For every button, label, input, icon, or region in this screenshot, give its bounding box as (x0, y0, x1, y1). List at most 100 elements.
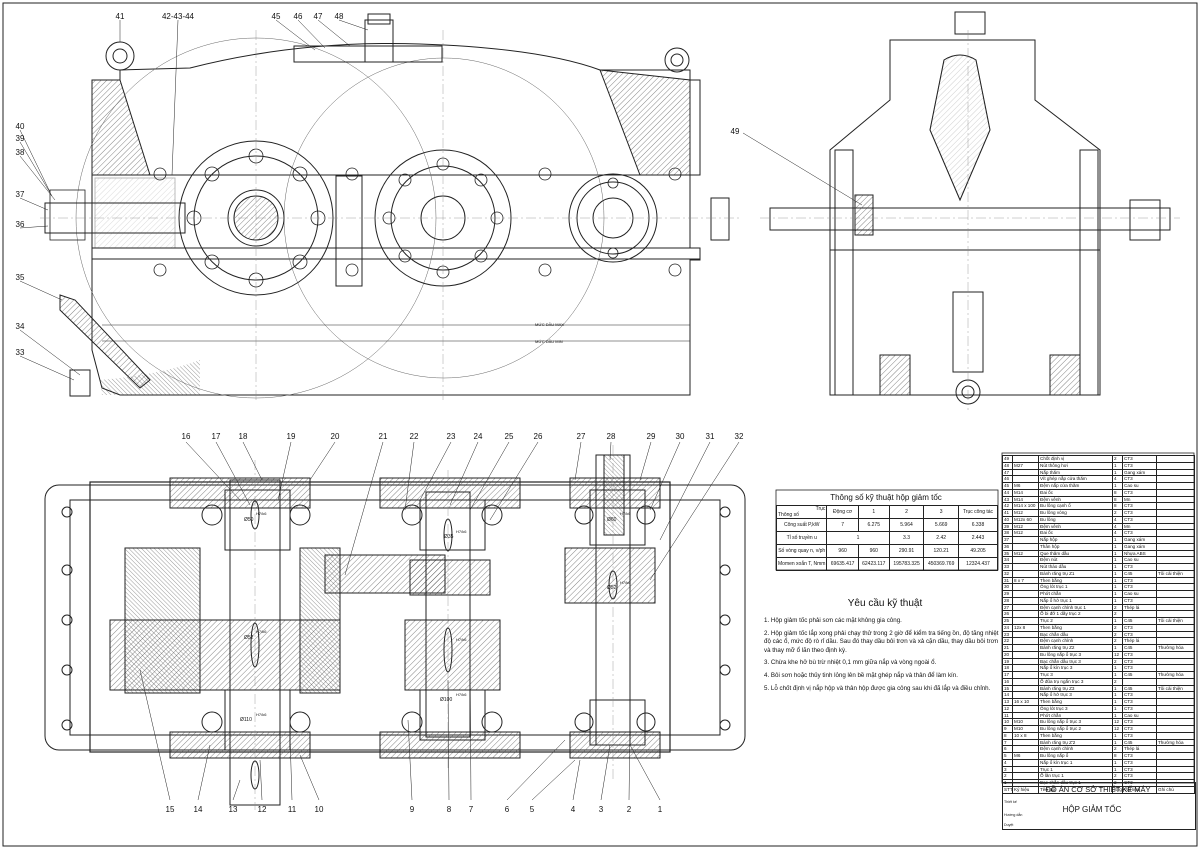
bom-cell: M10 (1012, 718, 1039, 726)
bom-cell: 1 (1112, 758, 1123, 767)
balloon-16: 16 (181, 432, 191, 441)
bom-cell: Bạc chắn dầu (1038, 630, 1113, 639)
bom-cell: 28 (1002, 596, 1013, 605)
spec-cell: 7 (826, 518, 859, 532)
balloon-25: 25 (504, 432, 514, 441)
bom-cell: 19 (1002, 657, 1013, 666)
bom-cell: CT3 (1122, 502, 1157, 510)
balloon-36: 36 (15, 220, 25, 229)
bom-cell (1156, 731, 1195, 740)
balloon-19: 19 (286, 432, 296, 441)
bom-cell: 9 (1002, 725, 1013, 733)
bom-cell (1012, 684, 1039, 693)
bom-cell (1012, 590, 1039, 598)
requirements-list: 1. Hộp giảm tốc phải sơn các mặt không g… (764, 617, 1004, 697)
spec-row: Số vòng quay n, v/ph 960 960 290.91 120.… (775, 544, 999, 558)
bom-cell: 2 (1112, 509, 1123, 517)
spec-corner-bottom: Thông số (778, 512, 799, 518)
bom-cell: 12 (1112, 718, 1123, 726)
spec-cell: 450369.769 (923, 557, 959, 571)
bom-cell: CT3 (1122, 725, 1157, 733)
bom-cell (1156, 509, 1195, 517)
bom-cell (1156, 725, 1195, 733)
bom-cell (1122, 610, 1157, 618)
bom-cell: CT3 (1122, 698, 1157, 706)
dimension-label: Ø50 (244, 517, 254, 523)
bom-cell: 27 (1002, 603, 1013, 612)
bom-cell (1156, 677, 1195, 686)
bom-header-cell: Ghi chú (1156, 785, 1195, 794)
balloon-10: 10 (314, 805, 324, 814)
balloon-21: 21 (378, 432, 388, 441)
bom-cell (1012, 475, 1039, 483)
balloon-40: 40 (15, 122, 25, 131)
bom-cell: Trục 1 (1038, 765, 1113, 774)
bom-cell: Bu lông vòng (1038, 509, 1113, 517)
balloon-6: 6 (504, 805, 510, 814)
bom-cell: CT3 (1122, 718, 1157, 726)
bom-cell: Cao su (1122, 556, 1157, 564)
bom-cell: Thép lá (1122, 603, 1157, 612)
bom-cell: 2 (1112, 630, 1123, 639)
bom-cell (1156, 482, 1195, 490)
bom-cell: 8 x 7 (1012, 576, 1039, 585)
balloon-29: 29 (646, 432, 656, 441)
bom-cell: 1 (1112, 644, 1123, 652)
bom-cell: Thép lá (1122, 637, 1157, 645)
bom-cell: 43 (1002, 495, 1013, 504)
bom-cell: Chốt định vị (1038, 455, 1113, 463)
bom-cell: Bu lông nắp ổ trục 2 (1038, 725, 1113, 733)
spec-cell: 1 (826, 531, 890, 545)
bom-cell: 4 (1112, 515, 1123, 524)
bom-cell: CT3 (1122, 596, 1157, 605)
fit-annotation: H7/k6 (620, 511, 631, 516)
bom-cell: 12 (1112, 650, 1123, 659)
dimension-label: Ø52 (244, 635, 254, 641)
bom-cell: CT3 (1122, 455, 1157, 463)
bom-cell: M14 (1012, 495, 1039, 504)
bom-cell: Thép lá (1122, 745, 1157, 753)
bom-cell: CT3 (1122, 752, 1157, 760)
dimension-label: Ø52 (607, 585, 617, 591)
bom-cell: M12 (1012, 509, 1039, 517)
bom-cell (1012, 738, 1039, 747)
bom-cell: Bu lông cạnh ổ (1038, 502, 1113, 510)
spec-cell: 2.443 (957, 531, 999, 545)
bom-cell: 22 (1002, 637, 1013, 645)
bom-cell (1012, 745, 1039, 753)
bom-cell: Đệm cạnh chỉnh (1038, 637, 1113, 645)
bom-cell: Nắp ổ hở trục 1 (1038, 596, 1113, 605)
spec-cell: 49.205 (957, 544, 999, 558)
role-huong-dan: Hướng dẫn (1004, 813, 1023, 817)
bom-cell: CT3 (1122, 758, 1157, 767)
bom-cell: 1 (1112, 569, 1123, 578)
dimension-label: Ø100 (440, 697, 453, 703)
bom-cell: Nắp thăm (1038, 468, 1113, 477)
bom-cell: 13 (1002, 698, 1013, 706)
balloon-48: 48 (334, 12, 344, 21)
bom-cell (1156, 745, 1195, 753)
bom-cell: 2 (1112, 610, 1123, 618)
balloon-38: 38 (15, 148, 25, 157)
bom-cell: Nút tháo dầu (1038, 563, 1113, 571)
fit-annotation: H7/k6 (256, 511, 267, 516)
bom-cell: 18 (1002, 664, 1013, 672)
balloon-4: 4 (570, 805, 576, 814)
bom-cell: 1 (1112, 731, 1123, 740)
bom-cell (1156, 515, 1195, 524)
bom-cell: Nắp ổ kín trục 1 (1038, 758, 1113, 767)
bom-cell (1156, 522, 1195, 531)
fit-annotation: H7/k6 (256, 712, 267, 717)
bom-cell: Phớt chắn (1038, 711, 1113, 720)
